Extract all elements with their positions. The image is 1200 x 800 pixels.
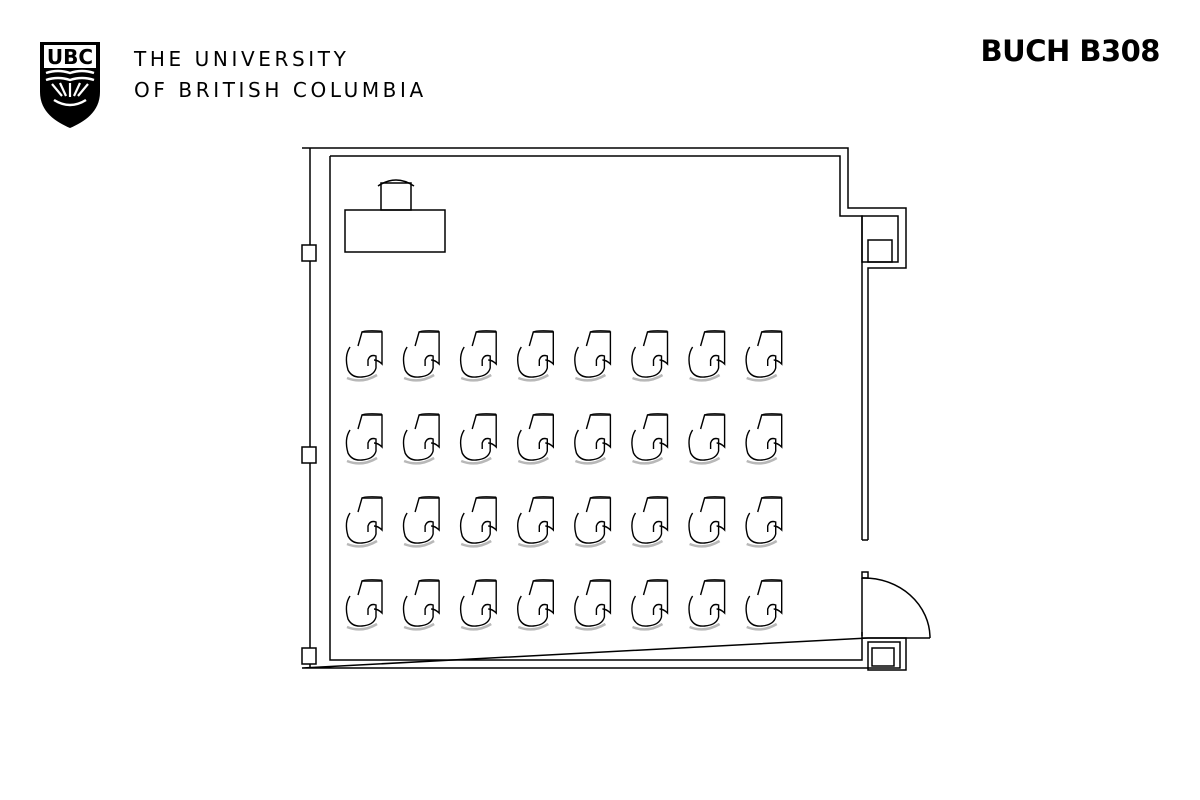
student-seat <box>688 413 726 465</box>
student-seat <box>345 413 383 465</box>
student-seat <box>345 496 383 548</box>
student-seat <box>459 496 497 548</box>
window-mullion <box>301 647 317 665</box>
student-seat <box>459 579 497 631</box>
window-mullion <box>301 244 317 262</box>
instructor-desk <box>344 209 446 253</box>
student-seat <box>402 330 440 382</box>
student-seat <box>688 496 726 548</box>
inner-wall <box>329 155 863 661</box>
student-seat <box>402 496 440 548</box>
student-seat <box>517 330 554 382</box>
student-seat <box>574 496 612 548</box>
room-code: BUCH B308 <box>980 34 1161 68</box>
student-seat <box>631 496 669 548</box>
student-seat <box>345 330 383 382</box>
student-seats <box>345 330 783 631</box>
ubc-crest-logo: UBC <box>40 42 100 128</box>
student-seat <box>631 579 669 631</box>
student-seat <box>517 413 554 465</box>
student-seat <box>517 496 554 548</box>
instructor-chair-back <box>377 179 415 187</box>
university-wordmark: THE UNIVERSITY OF BRITISH COLUMBIA <box>134 44 427 106</box>
window-mullion <box>301 446 317 464</box>
student-seat <box>688 579 726 631</box>
student-seat <box>745 330 783 382</box>
wall-fixture-inner <box>871 647 895 667</box>
student-seat <box>688 330 726 382</box>
student-seat <box>402 413 440 465</box>
student-seat <box>517 579 554 631</box>
instructor-chair <box>380 182 412 211</box>
student-seat <box>345 579 383 631</box>
wall-fixture <box>867 641 901 669</box>
student-seat <box>745 413 783 465</box>
student-seat <box>574 330 612 382</box>
wordmark-line-2: OF BRITISH COLUMBIA <box>134 78 427 102</box>
wordmark-line-1: THE UNIVERSITY <box>134 47 350 71</box>
student-seat <box>631 413 669 465</box>
student-seat <box>459 413 497 465</box>
door-swing-arc <box>861 577 931 639</box>
student-seat <box>631 330 669 382</box>
student-seat <box>745 579 783 631</box>
student-seat <box>459 330 497 382</box>
student-seat <box>574 413 612 465</box>
wall-column-inner <box>867 239 893 263</box>
outer-wall <box>301 147 907 671</box>
student-seat <box>745 496 783 548</box>
student-seat <box>574 579 612 631</box>
svg-text:UBC: UBC <box>47 45 93 69</box>
door-stop <box>861 571 869 579</box>
student-seat <box>402 579 440 631</box>
